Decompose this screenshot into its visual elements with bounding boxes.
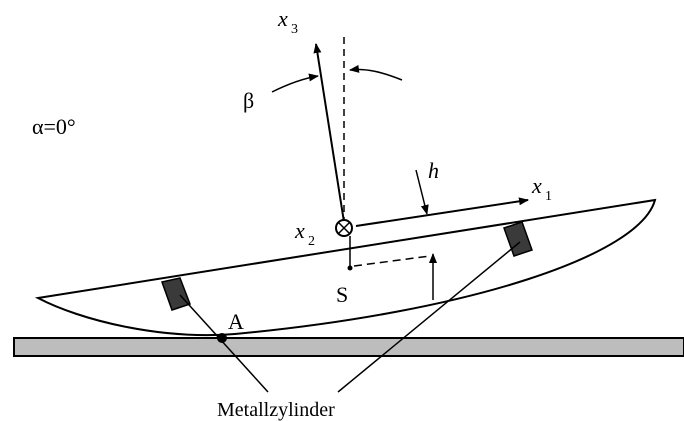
beta-arrow-right [349, 64, 403, 81]
metallzylinder-label: Metallzylinder [217, 399, 335, 421]
a-label: A [228, 309, 244, 334]
x1-label: x [531, 173, 542, 198]
x3-label: x [277, 6, 288, 31]
h-arrow [415, 169, 429, 215]
ground-bar [13, 337, 684, 357]
x3-subscript: 3 [291, 22, 298, 37]
metal-cylinder-right [503, 221, 533, 257]
leader-right [337, 241, 521, 393]
beta-label: β [243, 88, 254, 113]
x1-subscript: 1 [545, 189, 552, 204]
x2-label: x [294, 218, 305, 243]
x3-axis [313, 43, 345, 223]
s-label: S [336, 282, 348, 307]
leader-left [179, 294, 269, 393]
point-a [217, 333, 227, 343]
h-label: h [428, 158, 439, 183]
x1-axis [355, 197, 529, 227]
beta-arrow-left [271, 73, 319, 93]
rocking-body [34, 198, 657, 337]
metal-cylinder-left [161, 277, 191, 311]
x2-subscript: 2 [308, 234, 315, 249]
x2-cross-b [337, 221, 351, 235]
s-dashed-line [353, 255, 431, 267]
center-of-mass-point [347, 265, 353, 271]
alpha-label: α=0° [32, 114, 76, 139]
